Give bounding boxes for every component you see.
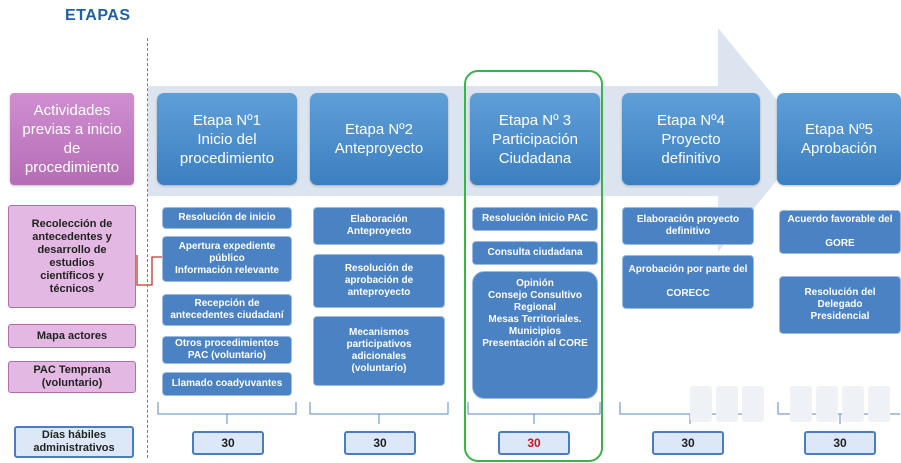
- stage-1-step: Otros procedimientos PAC (voluntario): [162, 336, 292, 364]
- stage-2-step: Mecanismos participativos adicionales (v…: [313, 316, 445, 386]
- pre-activity-box: Mapa actores: [8, 324, 136, 348]
- stage-4-step: Elaboración proyecto definitivo: [622, 207, 754, 245]
- pre-activity-box: PAC Temprana (voluntario): [8, 361, 136, 393]
- stage-2-header: Etapa Nº2 Anteproyecto: [310, 93, 448, 185]
- stage-3-step: Resolución inicio PAC: [472, 207, 598, 231]
- stage-5-step: Acuerdo favorable del GORE: [779, 210, 901, 254]
- stage-3-label: Etapa Nº 3 Participación Ciudadana: [492, 111, 578, 167]
- stage-3-step: Opinión Consejo Consultivo Regional Mesa…: [472, 271, 598, 399]
- stage-2-step: Resolución de aprobación de anteproyecto: [313, 254, 445, 308]
- days-label: Días hábiles administrativos: [14, 426, 134, 458]
- watermark-deco: [816, 386, 838, 422]
- stage-4-header: Etapa Nº4 Proyecto definitivo: [622, 93, 760, 185]
- divider-line: [147, 38, 148, 458]
- stage-4-step: Aprobación por parte del CORECC: [622, 255, 754, 309]
- days-value: 30: [804, 431, 876, 455]
- stage-1-step: Resolución de inicio: [162, 207, 292, 229]
- watermark-deco: [716, 386, 738, 422]
- stage-4-label: Etapa Nº4 Proyecto definitivo: [656, 111, 726, 167]
- watermark-deco: [690, 386, 712, 422]
- stage-3-header: Etapa Nº 3 Participación Ciudadana: [470, 93, 600, 185]
- stage-1-step: Apertura expediente público Información …: [162, 236, 292, 282]
- pre-stage-label: Actividades previas a inicio de procedim…: [22, 102, 122, 176]
- page-title: ETAPAS: [65, 7, 131, 24]
- stage-3-highlight: [464, 70, 603, 462]
- days-value: 30: [498, 431, 570, 455]
- stage-1-header: Etapa Nº1 Inicio del procedimiento: [157, 93, 297, 185]
- watermark-deco: [742, 386, 764, 422]
- days-value: 30: [344, 431, 416, 455]
- connector-line: [136, 255, 162, 286]
- stage-3-step: Consulta ciudadana: [472, 241, 598, 265]
- days-value: 30: [652, 431, 724, 455]
- watermark-deco: [842, 386, 864, 422]
- stage-1-label: Etapa Nº1 Inicio del procedimiento: [179, 111, 275, 167]
- stage-2-step: Elaboración Anteproyecto: [313, 207, 445, 245]
- stage-5-label: Etapa Nº5 Aprobación: [801, 121, 877, 157]
- pre-stage-header: Actividades previas a inicio de procedim…: [10, 93, 134, 185]
- stage-5-header: Etapa Nº5 Aprobación: [777, 93, 901, 185]
- stage-1-step: Recepción de antecedentes ciudadaní: [162, 294, 292, 326]
- watermark-deco: [868, 386, 890, 422]
- stage-1-step: Llamado coadyuvantes: [162, 372, 292, 396]
- stage-5-step: Resolución del Delegado Presidencial: [779, 276, 901, 334]
- pre-activity-box: Recolección de antecedentes y desarrollo…: [8, 205, 136, 308]
- days-value: 30: [192, 431, 264, 455]
- stage-2-label: Etapa Nº2 Anteproyecto: [334, 121, 424, 157]
- watermark-deco: [790, 386, 812, 422]
